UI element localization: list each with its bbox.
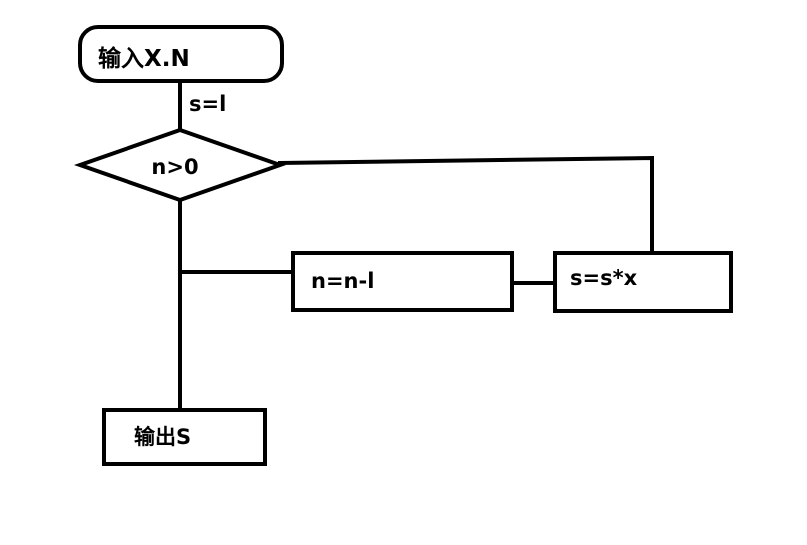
connector-condition-to-multiply (277, 155, 654, 254)
multiply-label: s=s*x (570, 266, 638, 290)
output-box (102, 408, 267, 466)
decrement-box (291, 251, 514, 312)
condition-label: n>0 (151, 155, 198, 179)
decrement-label: n=n-l (311, 269, 374, 293)
init-label: s=l (189, 92, 226, 116)
input-label: 输入X.N (98, 45, 190, 72)
output-label: 输出S (134, 425, 191, 449)
